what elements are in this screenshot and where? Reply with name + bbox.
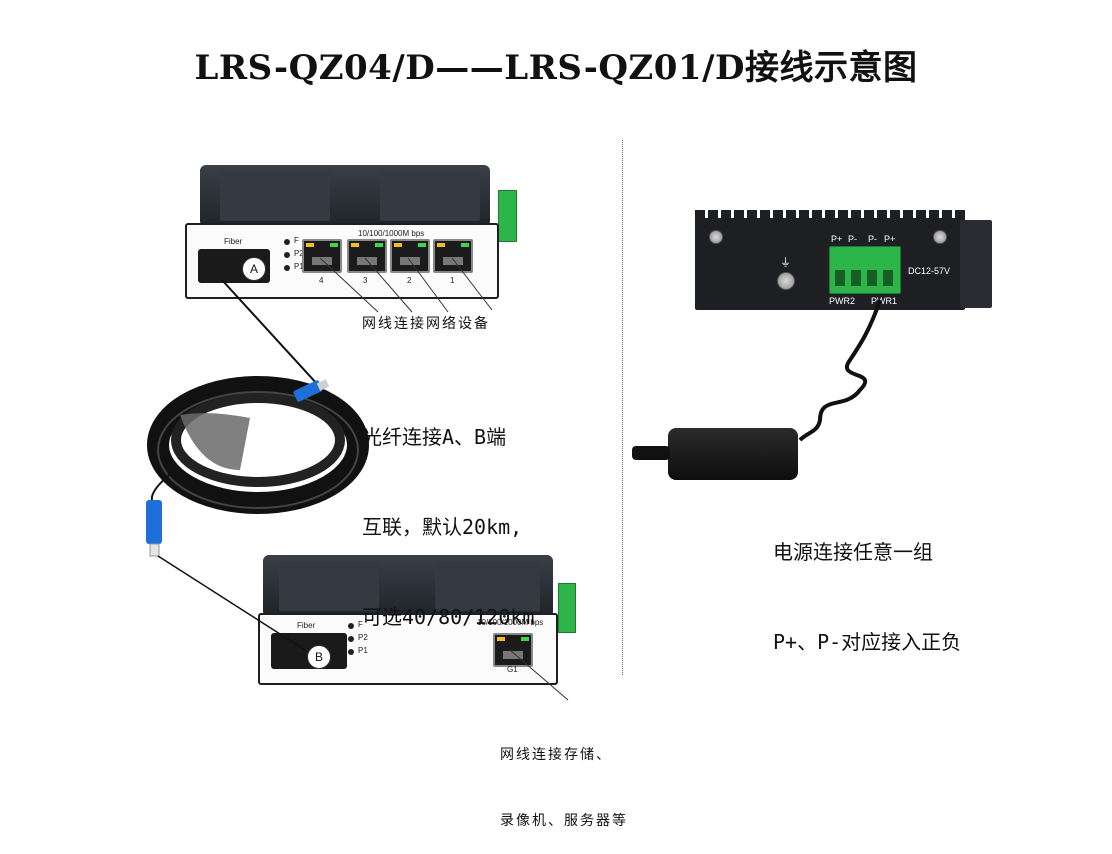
lan-leader-1 [319, 257, 379, 313]
fiber-coil-edge [157, 391, 359, 509]
device-a-badge: A [242, 257, 266, 281]
ground-symbol: ⏚ [780, 257, 791, 269]
power-note-line-2: P+、P-对应接入正负 [773, 630, 962, 654]
device-b-led-f [348, 623, 354, 629]
device-a-led-label-p1: P1 [294, 262, 304, 271]
fiber-connector-top [293, 379, 330, 402]
terminal-slot-1 [835, 270, 845, 286]
terminal-label-4: P+ [884, 234, 896, 244]
device-b-port-label: G1 [507, 665, 518, 674]
fiber-note-line-1: 光纤连接A、B端 [362, 425, 507, 449]
fiber-coil-tape [180, 413, 250, 470]
device-a-port-number-2: 2 [407, 276, 412, 285]
fiber-coil [147, 376, 369, 514]
device-a-rib-right [380, 171, 480, 221]
device-b-rib-right [435, 561, 540, 611]
power-note: 电源连接任意一组 P+、P-对应接入正负 [773, 477, 961, 687]
terminal-label-1: P+ [831, 234, 843, 244]
fiber-cable-down [150, 469, 176, 501]
power-panel-side-bracket [960, 220, 992, 308]
pwr1-label: PWR1 [871, 296, 898, 306]
power-panel-fins [695, 210, 965, 220]
device-b-led-label-p1: P1 [358, 646, 368, 655]
connector-bottom-body [146, 500, 162, 544]
device-a-led-label-p2: P2 [294, 249, 304, 258]
power-panel: ⏚ P+ P- P- P+ DC12-57V PWR2 PWR1 [695, 210, 995, 312]
device-b-fiber-label: Fiber [297, 621, 316, 630]
fiber-coil-inner [171, 393, 345, 487]
connector-top-body [293, 380, 323, 402]
fiber-note-line-3: 可选40/80/120km [362, 605, 535, 629]
terminal-slot-3 [867, 270, 877, 286]
fiber-note: 光纤连接A、B端 互联，默认20km, 可选40/80/120km [362, 362, 534, 662]
power-adapter [668, 428, 798, 480]
device-a-port-number-1: 1 [450, 276, 455, 285]
device-a-led-p1 [284, 265, 290, 271]
fiber-cable-b [157, 555, 306, 651]
device-a-port-number-4: 4 [319, 276, 324, 285]
terminal-label-2: P- [848, 234, 857, 244]
pwr2-label: PWR2 [829, 296, 856, 306]
device-b-speed-label: 10/100/1000M bps [477, 618, 544, 627]
panel-ground-screw [777, 272, 795, 290]
power-adapter-plug [632, 446, 670, 460]
lan-note-bottom-line-1: 网线连接存储、 [500, 747, 612, 763]
device-a-rib-left [220, 171, 330, 221]
device-b-led-p1 [348, 649, 354, 655]
lan-leader-bottom [509, 649, 569, 701]
device-a-power-terminal [498, 190, 517, 242]
device-a-fiber-label: Fiber [224, 237, 243, 246]
lan-leader-4 [451, 257, 493, 311]
device-b-power-terminal [558, 583, 576, 633]
connector-top-ferrule [316, 379, 330, 391]
terminal-slot-4 [883, 270, 893, 286]
wiring-svg [146, 257, 882, 701]
device-a-led-label-f: F [294, 236, 299, 245]
device-b-badge: B [307, 645, 331, 669]
device-b-rib-left [279, 561, 379, 611]
panel-screw-left [709, 230, 723, 244]
fiber-note-line-2: 互联，默认20km, [362, 515, 523, 539]
fiber-cable-a [221, 279, 319, 386]
lan-leader-2 [364, 257, 413, 313]
power-cable [798, 299, 882, 442]
device-a: Fiber A F P2 P1 10/100/1000M bps 4 3 2 1 [180, 165, 520, 300]
device-a-led-p2 [284, 252, 290, 258]
connector-bottom-ferrule [149, 543, 160, 557]
power-note-line-1: 电源连接任意一组 [773, 540, 933, 564]
page-title: LRS-QZ04/D——LRS-QZ01/D接线示意图 [194, 48, 918, 88]
device-a-port-number-3: 3 [363, 276, 368, 285]
voltage-label: DC12-57V [908, 266, 951, 276]
lan-note-bottom-line-2: 录像机、服务器等 [500, 813, 628, 829]
device-a-port-4[interactable] [302, 239, 342, 273]
device-a-led-f [284, 239, 290, 245]
device-b-port-g1[interactable] [493, 633, 533, 667]
lan-note-top: 网线连接网络设备 [362, 316, 490, 332]
terminal-slot-2 [851, 270, 861, 286]
device-b-led-p2 [348, 636, 354, 642]
device-b-led-label-f: F [358, 620, 363, 629]
device-a-speed-label: 10/100/1000M bps [358, 229, 425, 238]
device-a-port-1[interactable] [433, 239, 473, 273]
fiber-connector-bottom [146, 500, 162, 557]
terminal-label-3: P- [868, 234, 877, 244]
section-divider [622, 140, 623, 675]
panel-screw-right [933, 230, 947, 244]
lan-note-bottom: 网线连接存储、 录像机、服务器等 [500, 700, 628, 854]
device-b: Fiber B F P2 P1 10/100/1000M bps G1 [255, 555, 585, 685]
lan-leader-3 [407, 257, 449, 313]
device-b-led-label-p2: P2 [358, 633, 368, 642]
device-a-port-3[interactable] [347, 239, 387, 273]
